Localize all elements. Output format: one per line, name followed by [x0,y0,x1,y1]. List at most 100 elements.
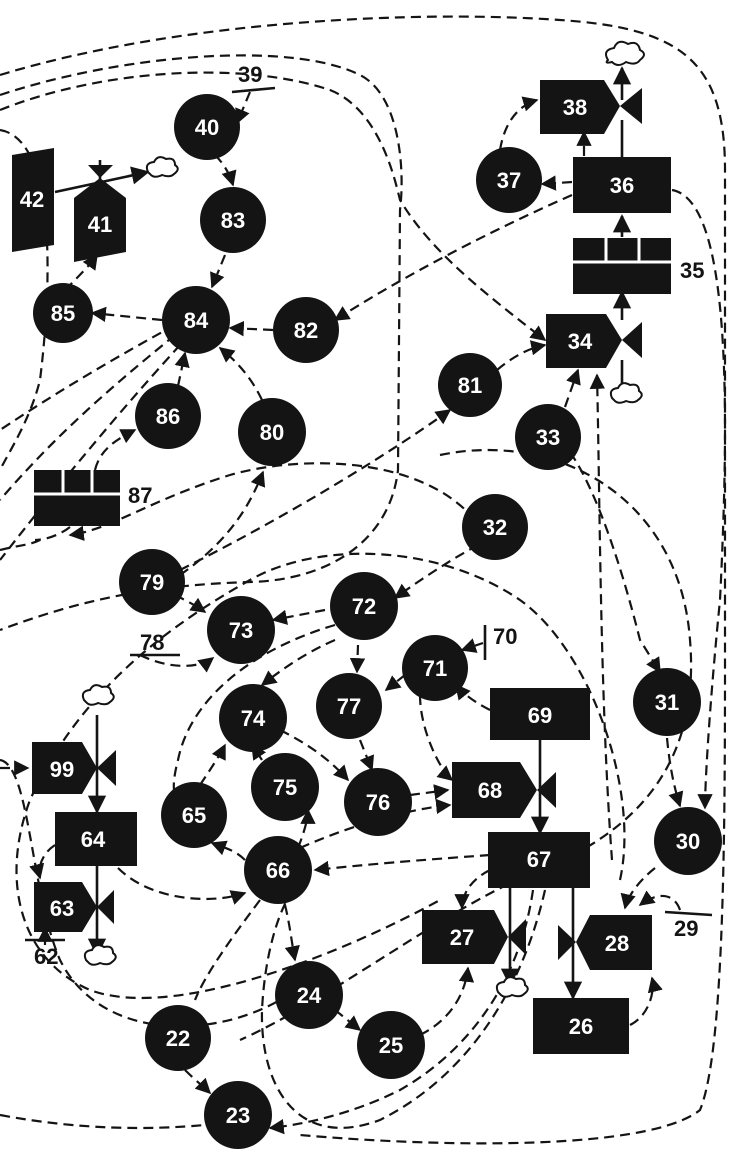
node-label: 77 [337,694,361,719]
node-80[interactable]: 80 [238,398,306,466]
connector-87-86 [93,429,137,471]
vent-cloud-icons [81,40,645,998]
connector-outer-loop [0,54,403,632]
node-37[interactable]: 37 [476,147,542,213]
node-24[interactable]: 24 [275,961,343,1029]
node-label: 63 [50,896,74,921]
node-25[interactable]: 25 [357,1011,425,1079]
node-69[interactable]: 69 [490,688,590,740]
connector-64-66 [117,867,247,905]
node-68[interactable]: 68 [452,762,556,818]
connector-83-84 [210,254,227,289]
node-label: 41 [88,212,112,237]
node-label: 65 [182,803,206,828]
node-84[interactable]: 84 [162,286,230,354]
node-73[interactable]: 73 [207,596,275,664]
node-label: 99 [50,757,74,782]
connector-67-66 [313,853,491,877]
node-87-block[interactable] [34,470,120,526]
connector-layer [0,15,727,1145]
connector-left-23 [0,1113,206,1130]
node-82[interactable]: 82 [273,297,339,363]
connector-84-west [0,344,181,561]
connector-78-73 [139,654,215,673]
node-33[interactable]: 33 [515,404,581,470]
ext-label-39: 39 [238,62,262,87]
node-label: 32 [483,515,507,540]
node-label: 31 [655,690,679,715]
node-64[interactable]: 64 [55,812,137,866]
node-34[interactable]: 34 [546,314,642,368]
connector-80-84 [218,347,263,401]
node-83[interactable]: 83 [200,187,266,253]
node-86[interactable]: 86 [135,383,201,449]
connector-72-65-loop [172,623,336,802]
node-23[interactable]: 23 [204,1081,272,1149]
node-label: 72 [352,594,376,619]
node-35-block[interactable] [573,238,671,294]
node-67[interactable]: 67 [488,832,590,888]
node-65[interactable]: 65 [161,782,227,848]
node-74[interactable]: 74 [219,684,287,752]
connector-66-75 [296,808,316,849]
node-label: 81 [458,373,482,398]
node-41[interactable]: 41 [74,165,126,262]
node-79[interactable]: 79 [119,549,185,615]
node-66[interactable]: 66 [244,836,312,904]
connector-loop-mid [15,552,626,1000]
connector-26-28 [629,976,663,1026]
node-42[interactable]: 42 [12,148,54,252]
ext-label-87: 87 [128,483,152,508]
connector-33-34 [563,368,581,408]
node-32[interactable]: 32 [462,494,528,560]
connector-67-23 [268,889,535,1135]
node-label: 40 [195,115,219,140]
node-label: 25 [379,1033,403,1058]
connector-24-25 [334,1009,362,1031]
node-76[interactable]: 76 [344,768,412,836]
connector-33-31 [559,439,661,674]
node-30[interactable]: 30 [654,807,722,875]
node-label: 82 [294,318,318,343]
node-label: 73 [229,618,253,643]
node-71[interactable]: 71 [402,635,468,701]
node-label: 34 [568,329,593,354]
node-99[interactable]: 99 [32,742,116,794]
connector-67-34 [589,373,614,861]
cloud-icon [605,40,645,66]
connector-79-80 [179,470,266,576]
node-85[interactable]: 85 [33,283,93,343]
node-label: 67 [527,847,551,872]
node-label: 23 [226,1103,250,1128]
node-label: 74 [241,706,266,731]
node-label: 22 [166,1026,190,1051]
connector-72-77 [349,644,366,674]
connector-66-24 [283,904,300,962]
node-label: 37 [497,168,521,193]
node-75[interactable]: 75 [251,753,319,821]
node-label: 84 [184,308,209,333]
node-36[interactable]: 36 [573,157,671,213]
node-label: 71 [423,656,447,681]
connector-67-27 [454,869,491,910]
connector-outer-loop [0,15,727,1145]
node-63[interactable]: 63 [34,882,114,932]
node-40[interactable]: 40 [174,94,240,160]
node-27[interactable]: 27 [422,910,526,964]
node-28[interactable]: 28 [558,915,652,970]
connector-37-38 [498,96,539,151]
node-22[interactable]: 22 [145,1005,211,1071]
node-label: 79 [140,570,164,595]
connector-72-73 [271,608,326,625]
node-38[interactable]: 38 [540,80,642,134]
node-label: 30 [676,829,700,854]
node-81[interactable]: 81 [438,353,502,417]
node-label: 85 [51,301,75,326]
node-26[interactable]: 26 [533,998,629,1054]
node-label: 83 [221,208,245,233]
connector-64-63 [29,844,56,880]
node-label: 75 [273,775,297,800]
node-31[interactable]: 31 [633,668,701,736]
node-72[interactable]: 72 [330,572,398,640]
node-77[interactable]: 77 [316,673,382,739]
